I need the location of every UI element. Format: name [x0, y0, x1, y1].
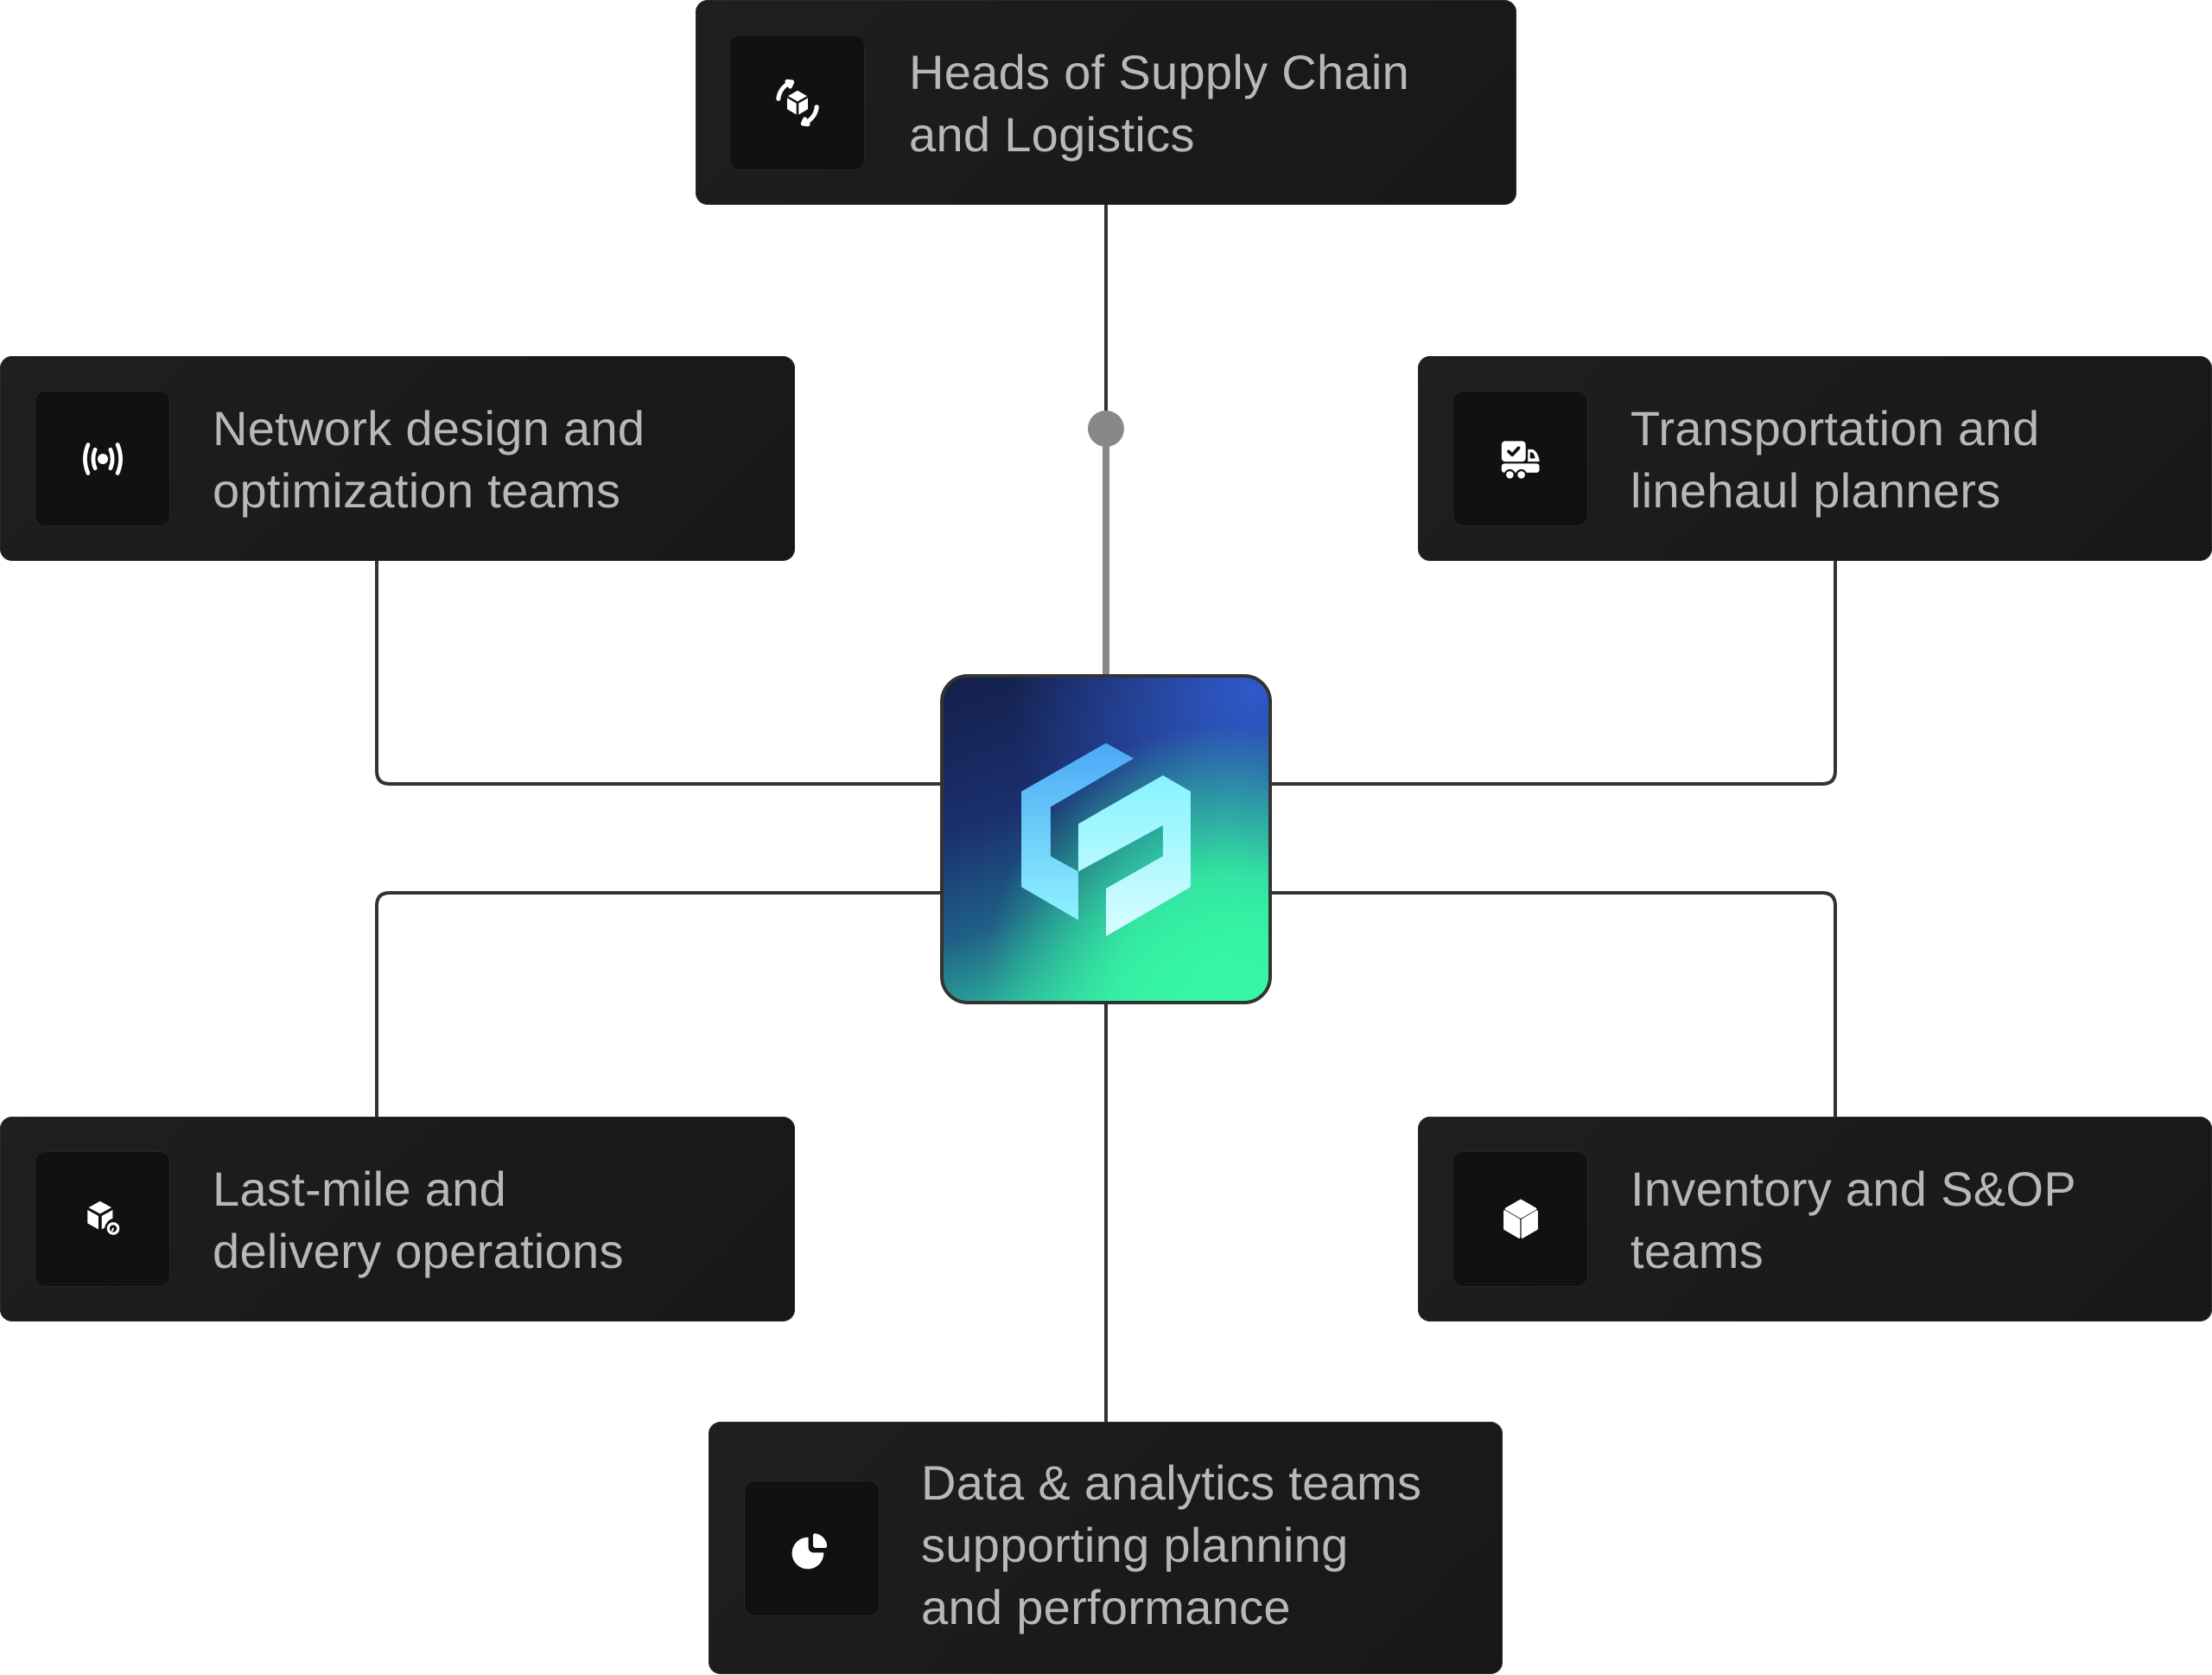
node-card-inventory[interactable]: Inventory and S&OP teams	[1418, 1117, 2212, 1322]
connector-top-right	[1270, 560, 1837, 786]
node-icon-box	[1452, 1151, 1588, 1287]
node-icon-box	[35, 1151, 170, 1287]
node-label-line: Inventory and S&OP	[1630, 1162, 2076, 1216]
broadcast-signal-icon	[82, 442, 123, 475]
node-icon-box	[1452, 391, 1588, 526]
box-clock-icon	[86, 1201, 122, 1237]
logo-right-shape	[1077, 775, 1191, 937]
node-label-line: Last-mile and	[213, 1162, 507, 1216]
connector-bottom-right	[1270, 891, 1837, 1117]
node-label-line: teams	[1630, 1224, 1764, 1278]
node-label: Heads of Supply Chain and Logistics	[909, 41, 1409, 166]
node-label: Data & analytics teams supporting planni…	[921, 1452, 1421, 1639]
cube-icon	[1503, 1199, 1538, 1239]
hexagon-logo-icon	[1021, 742, 1191, 937]
delivery-truck-check-icon	[1501, 440, 1540, 481]
logo-left-shape	[1021, 742, 1135, 920]
node-icon-box	[35, 391, 170, 526]
node-label-line: Transportation and	[1630, 401, 2040, 455]
node-label-line: and performance	[921, 1580, 1291, 1634]
node-label-line: and Logistics	[909, 107, 1195, 162]
rotating-box-icon	[775, 79, 819, 126]
node-label-line: linehaul planners	[1630, 463, 2001, 518]
node-label-line: Network design and	[213, 401, 645, 455]
node-label-line: delivery operations	[213, 1224, 624, 1278]
node-label: Inventory and S&OP teams	[1630, 1158, 2076, 1283]
node-label-line: Heads of Supply Chain	[909, 45, 1410, 99]
node-card-transportation[interactable]: Transportation and linehaul planners	[1418, 356, 2212, 561]
connector-dot	[1088, 411, 1124, 447]
pie-chart-icon	[791, 1532, 827, 1569]
node-card-heads-of-supply-chain[interactable]: Heads of Supply Chain and Logistics	[696, 0, 1516, 205]
node-label-line: optimization teams	[213, 463, 621, 518]
node-icon-box	[729, 35, 865, 170]
node-label: Transportation and linehaul planners	[1630, 398, 2039, 522]
connector-top-left	[375, 560, 942, 786]
node-label: Network design and optimization teams	[213, 398, 645, 522]
node-card-data-analytics[interactable]: Data & analytics teams supporting planni…	[709, 1422, 1503, 1674]
hub-logo-tile	[940, 674, 1272, 1004]
node-label-line: supporting planning	[921, 1518, 1349, 1572]
node-icon-box	[744, 1481, 880, 1616]
node-card-network-design[interactable]: Network design and optimization teams	[0, 356, 795, 561]
node-card-last-mile[interactable]: Last-mile and delivery operations	[0, 1117, 795, 1322]
connector-bottom-left	[375, 891, 942, 1117]
node-label-line: Data & analytics teams	[921, 1455, 1422, 1510]
node-label: Last-mile and delivery operations	[213, 1158, 624, 1283]
